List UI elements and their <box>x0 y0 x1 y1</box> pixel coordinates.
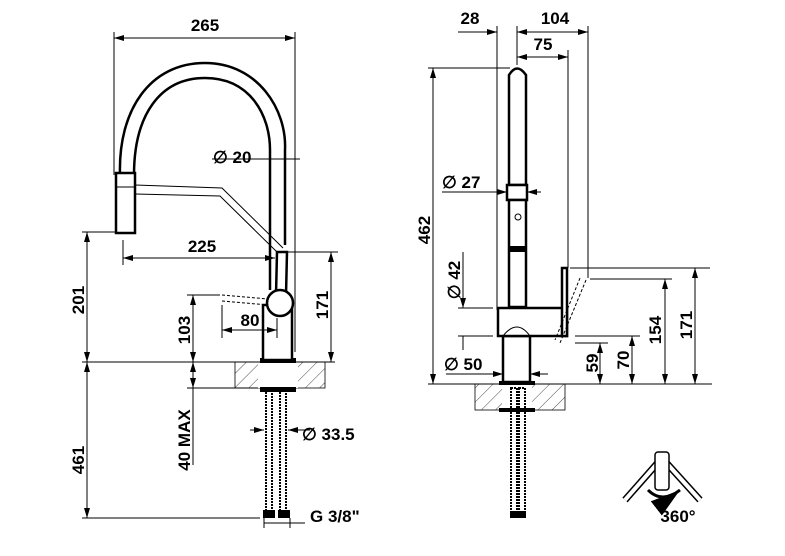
spout-outer <box>118 61 287 245</box>
lever-alt-position <box>221 294 269 306</box>
dim-103: 103 <box>175 316 194 344</box>
dim-461: 461 <box>69 446 88 474</box>
dim-ring-diameter: ∅ 27 <box>442 173 480 192</box>
dim-225: 225 <box>188 237 216 256</box>
dim-59: 59 <box>583 354 602 373</box>
dim-hose-diameter: ∅ 20 <box>213 148 251 167</box>
dim-104: 104 <box>541 9 570 28</box>
body-block <box>496 306 569 338</box>
dim-40-max: 40 MAX <box>175 409 194 471</box>
spout-ring <box>505 183 529 202</box>
lever-hub <box>265 288 295 318</box>
dim-265: 265 <box>191 16 219 35</box>
spout-lower-tube <box>507 198 528 309</box>
dim-171-side: 171 <box>677 311 696 339</box>
rotation-label: 360° <box>660 507 695 526</box>
supply-hoses-side <box>499 381 535 518</box>
dim-base-diameter: ∅ 50 <box>444 355 482 374</box>
spout-inner <box>132 76 272 290</box>
pull-out-hose <box>134 184 284 253</box>
dim-154: 154 <box>646 315 665 344</box>
dim-connection-thread: G 3/8" <box>310 507 360 526</box>
front-view: 265 ∅ 20 225 201 461 103 40 MAX 80 171 ∅… <box>69 16 360 528</box>
dim-201: 201 <box>69 286 88 314</box>
lever-alt-position-side <box>554 277 587 344</box>
spout-tube <box>507 67 528 187</box>
base-column <box>501 334 532 384</box>
dim-28: 28 <box>461 9 480 28</box>
dim-hole-diameter: ∅ 33.5 <box>302 425 355 444</box>
lever-plate <box>560 266 569 338</box>
spray-head <box>114 171 137 235</box>
dim-171-front: 171 <box>313 291 332 319</box>
side-view: 28 104 75 462 ∅ 27 ∅ 42 ∅ 50 59 70 154 1… <box>415 9 712 518</box>
dim-75: 75 <box>534 35 553 54</box>
dim-462: 462 <box>415 216 434 244</box>
dim-body-diameter: ∅ 42 <box>445 261 464 299</box>
rotation-360-icon: 360° <box>622 451 703 526</box>
dim-80: 80 <box>241 311 260 330</box>
dim-70: 70 <box>614 351 633 370</box>
